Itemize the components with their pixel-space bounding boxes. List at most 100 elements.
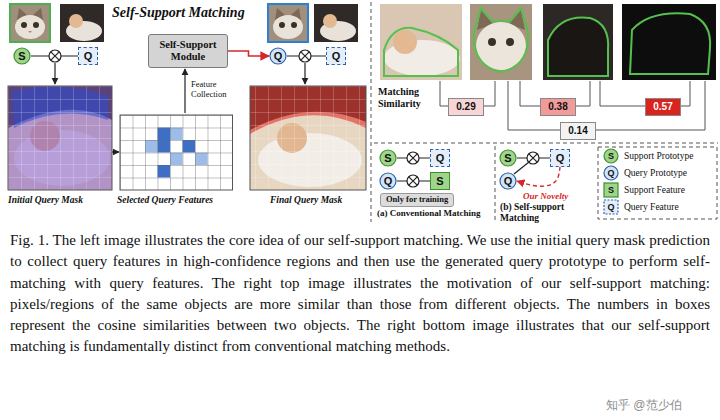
operator-ring bbox=[407, 152, 419, 164]
selected-features-grid bbox=[120, 115, 233, 190]
cat-thumbnail bbox=[10, 4, 50, 42]
circle-shape bbox=[380, 150, 396, 166]
prototype-circle: S bbox=[13, 47, 31, 65]
photo-ground bbox=[8, 86, 112, 190]
operator-cross bbox=[409, 154, 417, 162]
node-text: Q bbox=[504, 176, 513, 187]
operator-ring bbox=[527, 152, 539, 164]
cat-eye bbox=[488, 38, 496, 46]
panel-divider bbox=[374, 143, 718, 144]
node-text: 0.14 bbox=[565, 125, 591, 137]
legend-sample bbox=[604, 183, 618, 197]
cat-eye bbox=[33, 22, 39, 28]
legend-sample bbox=[604, 200, 618, 214]
object-outline bbox=[474, 8, 528, 72]
leader-line bbox=[520, 81, 540, 106]
image-frame bbox=[8, 86, 112, 190]
cat-body bbox=[548, 17, 608, 76]
photo-ground bbox=[380, 4, 462, 80]
operator-cross bbox=[51, 52, 59, 60]
node-text: S bbox=[18, 51, 25, 62]
photo-ground bbox=[268, 4, 308, 42]
node-text: Q bbox=[274, 51, 283, 62]
subfigure-label: (a) Conventional Matching bbox=[377, 208, 481, 219]
similarity-box: 0.14 bbox=[560, 122, 596, 140]
panel-divider bbox=[371, 2, 372, 222]
node-text: Self-Support Module bbox=[155, 39, 221, 63]
circle-shape bbox=[500, 173, 516, 189]
grid-frame bbox=[120, 115, 233, 190]
object-outline bbox=[630, 13, 710, 74]
node-text: Q bbox=[556, 153, 565, 164]
panel-heading: Self-Support Matching bbox=[112, 4, 245, 21]
leader-line bbox=[600, 81, 645, 106]
grid-lines bbox=[120, 115, 233, 190]
feature-square: S bbox=[430, 172, 450, 190]
similarity-box: 0.29 bbox=[448, 98, 484, 116]
legend-text: Support Feature bbox=[624, 184, 685, 197]
leader-line bbox=[576, 81, 590, 106]
similarity-image bbox=[470, 4, 532, 80]
baby-head bbox=[69, 14, 83, 28]
connector-line bbox=[228, 51, 269, 56]
flow-arrow bbox=[304, 63, 305, 84]
novelty-arrow bbox=[517, 167, 560, 186]
circle-shape bbox=[500, 150, 516, 166]
final-mask-image bbox=[250, 86, 366, 190]
panel-divider bbox=[495, 146, 496, 222]
legend-text: Query Feature bbox=[624, 201, 679, 214]
initial-mask-image bbox=[8, 86, 112, 190]
cat-eye bbox=[279, 22, 285, 28]
cat-eye bbox=[291, 22, 297, 28]
node-text: Q bbox=[332, 51, 341, 62]
similarity-box: 0.38 bbox=[540, 98, 576, 116]
multiply-operator bbox=[527, 152, 539, 164]
subfigure-label: (b) Self-support Matching bbox=[500, 202, 592, 224]
multiply-operator bbox=[299, 50, 311, 62]
cat-eye bbox=[21, 22, 27, 28]
similarity-image bbox=[543, 4, 613, 80]
multiply-operator bbox=[49, 50, 61, 62]
similarity-image bbox=[380, 4, 462, 80]
legend-sample bbox=[604, 166, 618, 180]
prototype-circle: S bbox=[379, 149, 397, 167]
legend-text: Support Prototype bbox=[624, 150, 693, 163]
node-text: Q bbox=[384, 176, 393, 187]
multiply-operator bbox=[407, 175, 419, 187]
arrow-label: Feature Collection bbox=[191, 79, 241, 99]
operator-cross bbox=[529, 154, 537, 162]
leader-line bbox=[484, 81, 495, 106]
image-label: Final Query Mask bbox=[270, 195, 342, 206]
photo-ground bbox=[10, 4, 50, 42]
photo-ground bbox=[622, 4, 716, 80]
leader-line bbox=[440, 81, 448, 106]
feature-square: Q bbox=[550, 149, 570, 167]
circle-shape bbox=[380, 173, 396, 189]
matching-wire bbox=[514, 162, 529, 174]
flow-arrow bbox=[112, 151, 119, 152]
operator-cross bbox=[409, 177, 417, 185]
thumbnail-frame bbox=[268, 4, 308, 42]
heatmap-overlay bbox=[8, 86, 112, 190]
baby-thumbnail bbox=[60, 4, 104, 42]
node-text: 0.38 bbox=[545, 101, 571, 113]
image-frame bbox=[250, 86, 366, 190]
legend-letter: S bbox=[603, 182, 619, 198]
node-text: Q bbox=[436, 153, 445, 164]
legend-frame bbox=[598, 147, 717, 219]
baby-head bbox=[323, 14, 337, 28]
object-outline bbox=[384, 28, 458, 76]
feature-grid bbox=[8, 86, 112, 190]
operator-cross bbox=[301, 52, 309, 60]
feature-square: Q bbox=[78, 47, 98, 65]
node-text: S bbox=[384, 153, 391, 164]
module-box: Self-Support Module bbox=[148, 34, 228, 68]
legend-letter: S bbox=[603, 148, 619, 164]
cat-nose bbox=[28, 31, 32, 33]
node-text: Only for training bbox=[386, 195, 448, 205]
figure-caption: Fig. 1. The left image illustrates the c… bbox=[10, 230, 710, 358]
baby-thumbnail bbox=[314, 4, 358, 42]
node-text: S bbox=[504, 153, 511, 164]
prototype-circle: Q bbox=[499, 172, 517, 190]
